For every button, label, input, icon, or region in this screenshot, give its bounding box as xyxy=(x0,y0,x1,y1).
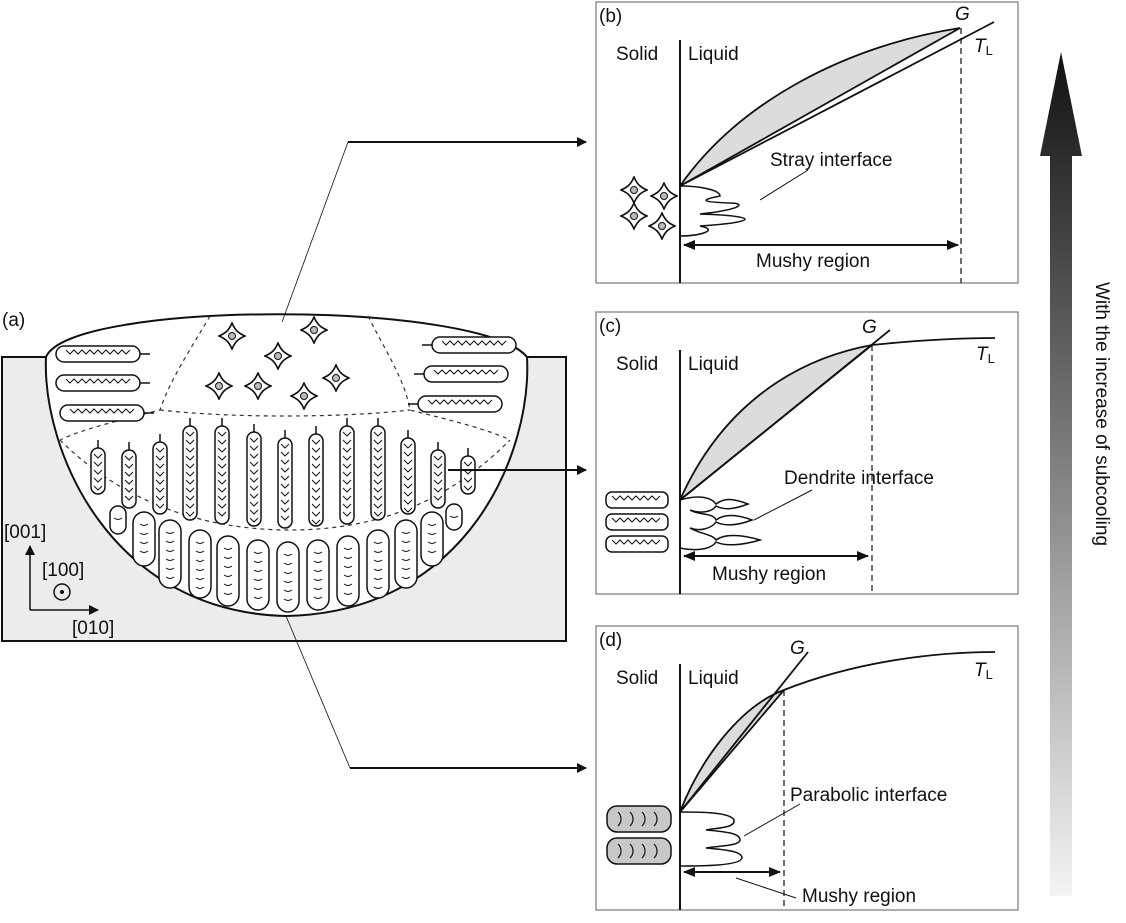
axis-100-label: [100] xyxy=(42,560,84,581)
panel-d-parabolic-cells xyxy=(679,811,743,867)
panel-d-frame xyxy=(595,625,1019,911)
columnar-grains xyxy=(109,503,463,613)
subcooling-arrow xyxy=(1040,52,1082,896)
panel-d-solid-label: Solid xyxy=(616,668,658,689)
columnar-grain xyxy=(420,511,444,567)
panel-c-tl-label: TL xyxy=(976,344,995,366)
panel-b-g-label: G xyxy=(955,4,970,25)
columnar-grain xyxy=(445,503,463,531)
panel-c-gradient-line xyxy=(679,329,891,501)
panel-d-solid-cells xyxy=(606,805,672,865)
vertical-dendrite xyxy=(308,426,324,527)
panel-b-liquid-label: Liquid xyxy=(688,44,739,65)
axis-010-label: [010] xyxy=(72,618,114,639)
columnar-grain xyxy=(394,519,418,589)
panel-b-mushy-label: Mushy region xyxy=(756,251,870,272)
panel-b-frame xyxy=(595,1,1019,284)
panel-d-tl-label: TL xyxy=(974,660,993,682)
panel-b-tl-label: TL xyxy=(974,36,993,58)
panel-b-gradient-line xyxy=(679,21,995,187)
vertical-dendrite xyxy=(370,418,386,521)
panel-d-liquid-label: Liquid xyxy=(688,668,739,689)
panel-d-shaded-region xyxy=(679,687,787,813)
vertical-dendrite xyxy=(90,440,106,495)
columnar-grain xyxy=(276,541,300,613)
side-dendrites-right xyxy=(408,336,517,413)
columnar-grain xyxy=(216,535,240,607)
panel-d-interface-label: Parabolic interface xyxy=(790,785,947,806)
vertical-dendrite xyxy=(121,442,137,509)
vertical-dendrite xyxy=(460,448,476,495)
panel-b-label: (b) xyxy=(599,6,622,27)
panel-c-dendrite-tips xyxy=(679,496,763,551)
columnar-grain xyxy=(336,535,360,607)
panel-c-liquid-label: Liquid xyxy=(688,354,739,375)
subcooling-trend: With the increase of subcooling xyxy=(1040,52,1112,896)
region-boundary-right xyxy=(367,315,511,441)
columnar-grain xyxy=(188,529,212,599)
panel-b: (b) Solid Liquid G TL Stray interface Mu… xyxy=(595,1,1019,284)
panel-a-label: (a) xyxy=(2,310,25,331)
panel-d-liquidus-curve xyxy=(783,651,996,691)
panel-b-interface-label: Stray interface xyxy=(770,150,893,171)
vertical-dendrite xyxy=(339,418,355,525)
panel-c-interface-label: Dendrite interface xyxy=(784,468,934,489)
panel-d-g-label: G xyxy=(790,638,805,659)
vertical-dendrite xyxy=(246,424,262,527)
vertical-dendrite xyxy=(214,418,230,525)
connectors xyxy=(281,137,587,773)
columnar-grain xyxy=(366,529,390,599)
panel-c-g-label: G xyxy=(862,317,877,338)
vertical-dendrites xyxy=(90,418,476,529)
vertical-dendrite xyxy=(400,430,416,515)
orientation-axes: [001] [100] [010] xyxy=(4,522,114,639)
columnar-grain xyxy=(246,539,270,611)
vertical-dendrite xyxy=(277,430,293,529)
vertical-dendrite xyxy=(430,442,446,509)
panel-d-label: (d) xyxy=(599,630,622,651)
panel-b-stray-fingers xyxy=(679,185,746,237)
vertical-dendrite xyxy=(182,418,198,521)
panel-d-gradient-line xyxy=(679,651,809,813)
panel-b-solid-label: Solid xyxy=(616,44,658,65)
panel-d-mushy-label: Mushy region xyxy=(802,886,916,907)
columnar-grain xyxy=(109,505,127,535)
panel-c-solid-label: Solid xyxy=(616,354,658,375)
subcooling-label: With the increase of subcooling xyxy=(1091,282,1112,546)
columnar-grain xyxy=(158,519,182,589)
panel-d: (d) Solid Liquid G TL Parabolic interfac… xyxy=(595,625,1019,911)
columnar-grain xyxy=(306,539,330,611)
panel-c-mushy-label: Mushy region xyxy=(712,564,826,585)
panel-c-solid-dendrites xyxy=(605,491,669,553)
panel-b-shaded-region xyxy=(679,27,961,187)
region-boundary-lower xyxy=(59,439,511,531)
columnar-grain xyxy=(132,511,156,567)
side-dendrites-left xyxy=(55,345,154,422)
panel-c: (c) Solid Liquid G TL Dendrite interface… xyxy=(595,311,1019,595)
vertical-dendrite xyxy=(152,434,168,515)
axis-001-label: [001] xyxy=(4,522,46,543)
panel-c-liquidus-curve xyxy=(871,337,996,346)
panel-c-label: (c) xyxy=(599,316,621,337)
panel-a: [001] [100] [010] (a) xyxy=(1,310,567,642)
